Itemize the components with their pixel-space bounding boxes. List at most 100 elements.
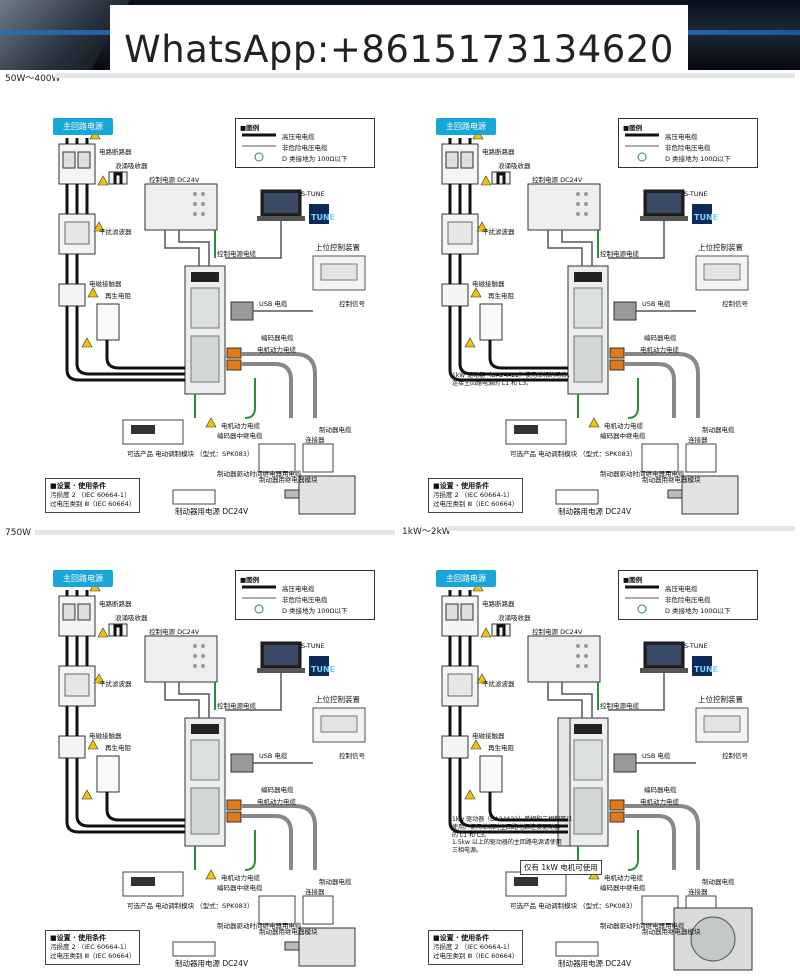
option-label: 可选产品 电动调制模块 （型式：SPK083） bbox=[510, 902, 637, 910]
legend-box: ■图例 高压电电缆 非危险电压电缆 D 类接地为 100Ω以下 bbox=[235, 118, 375, 168]
brake-cable-label: 制动器电缆 bbox=[319, 878, 352, 886]
legend-title: ■图例 bbox=[240, 576, 260, 584]
section-label-50w-400w: 50W～400W bbox=[5, 74, 61, 84]
wiring-panel-50w-400w: 主回路电源 ■图例 高压电电缆 非危险电压电缆 D 类接地为 100Ω以下 电路… bbox=[45, 118, 375, 528]
relay-module-label: 制动器用继电器模块 bbox=[259, 476, 318, 484]
legend-swatches bbox=[242, 585, 276, 614]
stune-logo: TUNE bbox=[311, 665, 336, 674]
main-power-wiring bbox=[65, 590, 185, 834]
note-line: 1kw 驱动器（DA24A22）单相和三相都可以 bbox=[452, 816, 573, 823]
legend-high-voltage: 高压电电缆 bbox=[282, 133, 315, 141]
host-controller-label: 上位控制装置 bbox=[698, 243, 743, 252]
surge-label: 浪涌吸收器 bbox=[115, 614, 148, 622]
main-power-wiring bbox=[448, 138, 568, 382]
control-power-label: 控制电源 DC24V bbox=[532, 176, 583, 184]
motor-cables bbox=[241, 352, 317, 418]
warning-icons bbox=[81, 581, 217, 880]
install-conditions: ■设置 · 使用条件 污损度 2 （IEC 60664-1） 过电压类别 Ⅲ（I… bbox=[428, 478, 524, 513]
circuit-breaker bbox=[441, 595, 479, 637]
option-module bbox=[122, 871, 184, 897]
option-module bbox=[122, 419, 184, 445]
relay-module-label: 制动器用继电器模块 bbox=[642, 928, 701, 936]
noise-filter bbox=[58, 665, 96, 707]
regen-label: 再生电阻 bbox=[105, 744, 131, 752]
stune-logo: TUNE bbox=[311, 213, 336, 222]
motor-power-cable2-label: 电机动力电缆 bbox=[604, 422, 643, 430]
control-wiring bbox=[164, 673, 313, 764]
option-label: 可选产品 电动调制模块 （型式：SPK083） bbox=[127, 450, 254, 458]
brake-cable-label: 制动器电缆 bbox=[319, 426, 352, 434]
legend-ground: D 类接地为 100Ω以下 bbox=[665, 607, 731, 615]
ground-wiring bbox=[194, 682, 256, 871]
circuit-breaker bbox=[58, 143, 96, 185]
relay-modules bbox=[258, 895, 334, 925]
encoder-relay-label: 编码器中继电缆 bbox=[600, 884, 646, 892]
control-wiring bbox=[164, 221, 313, 312]
filter-label: 干扰滤波器 bbox=[482, 228, 515, 236]
legend-swatches bbox=[242, 133, 276, 162]
motor-cables bbox=[624, 804, 700, 870]
usb-cable-label: USB 电缆 bbox=[259, 300, 288, 308]
regen-label: 再生电阻 bbox=[105, 292, 131, 300]
motor-power-cable2-label: 电机动力电缆 bbox=[604, 874, 643, 882]
connector-label: 连接器 bbox=[688, 436, 708, 444]
conditions-title: ■设置 · 使用条件 bbox=[433, 482, 490, 490]
wiring-panel-1kw-single: 主回路电源 ■图例 高压电电缆 非危险电压电缆 D 类接地为 100Ω以下 电路… bbox=[428, 118, 758, 528]
control-wiring bbox=[547, 221, 696, 312]
conditions-title: ■设置 · 使用条件 bbox=[433, 934, 490, 942]
conditions-title: ■设置 · 使用条件 bbox=[50, 934, 107, 942]
section-label-1kw-2kw: 1kW～2kW bbox=[402, 527, 451, 537]
stune-logo: TUNE bbox=[694, 665, 719, 674]
legend-ground: D 类接地为 100Ω以下 bbox=[665, 155, 731, 163]
surge-label: 浪涌吸收器 bbox=[498, 614, 531, 622]
control-power-unit bbox=[527, 635, 601, 683]
phase-note: 1kw 驱动器（DA24A22）单相和三相都可以 使用。使用单相时主回路电源连接… bbox=[452, 816, 572, 855]
note-line: 使用。使用单相时主回路电源连接驱动器 bbox=[452, 823, 561, 831]
io-connector bbox=[613, 753, 637, 773]
brake-power-unit bbox=[172, 941, 216, 957]
conditions-line: 污损度 2 （IEC 60664-1） bbox=[433, 943, 514, 952]
conditions-line: 污损度 2 （IEC 60664-1） bbox=[50, 491, 131, 500]
option-module bbox=[505, 871, 567, 897]
motor-power-cable2-label: 电机动力电缆 bbox=[221, 422, 260, 430]
conditions-line: 过电压类别 Ⅲ（IEC 60664） bbox=[50, 952, 136, 961]
relay-modules bbox=[641, 443, 717, 473]
encoder-cable-label: 编码器电缆 bbox=[644, 334, 677, 342]
legend-box: ■图例 高压电电缆 非危险电压电缆 D 类接地为 100Ω以下 bbox=[618, 570, 758, 620]
main-power-wiring bbox=[65, 138, 185, 382]
magnetic-contactor bbox=[441, 283, 469, 307]
conditions-line: 过电压类别 Ⅲ（IEC 60664） bbox=[433, 500, 519, 509]
control-power-unit bbox=[144, 183, 218, 231]
servo-driver bbox=[184, 265, 226, 395]
io-connector bbox=[230, 301, 254, 321]
brake-cable-label: 制动器电缆 bbox=[702, 878, 735, 886]
stune-label: S-TUNE bbox=[684, 190, 708, 198]
motor-power-cable-label: 电机动力电缆 bbox=[257, 346, 296, 354]
relay-connectors bbox=[609, 799, 625, 823]
laptop-icon bbox=[640, 189, 712, 224]
legend-high-voltage: 高压电电缆 bbox=[665, 585, 698, 593]
regen-resistor bbox=[96, 755, 120, 793]
legend-ground: D 类接地为 100Ω以下 bbox=[282, 607, 348, 615]
wiring-diagram bbox=[441, 581, 753, 971]
wiring-panel-750w: 主回路电源 ■图例 高压电电缆 非危险电压电缆 D 类接地为 100Ω以下 电路… bbox=[45, 570, 375, 980]
regen-label: 再生电阻 bbox=[488, 744, 514, 752]
conditions-line: 污损度 2 （IEC 60664-1） bbox=[433, 491, 514, 500]
brake-power-unit bbox=[555, 941, 599, 957]
servo-motor bbox=[667, 475, 739, 515]
note-line: 的 L1 和 L3。 bbox=[452, 831, 491, 839]
warning-icons bbox=[464, 581, 600, 880]
servo-driver bbox=[567, 265, 609, 395]
magnetic-contactor bbox=[58, 283, 86, 307]
section-divider bbox=[35, 530, 395, 535]
surge-label: 浪涌吸收器 bbox=[498, 162, 531, 170]
encoder-cable-label: 编码器电缆 bbox=[644, 786, 677, 794]
stune-label: S-TUNE bbox=[301, 190, 325, 198]
note-line: 连接主回路电源的 L1 和 L3。 bbox=[452, 379, 533, 387]
host-controller bbox=[695, 255, 749, 291]
relay-module-label: 制动器用继电器模块 bbox=[642, 476, 701, 484]
host-controller-label: 上位控制装置 bbox=[698, 695, 743, 704]
brake-cable-label: 制动器电缆 bbox=[702, 426, 735, 434]
io-connector bbox=[613, 301, 637, 321]
wiring-diagram bbox=[58, 581, 366, 967]
